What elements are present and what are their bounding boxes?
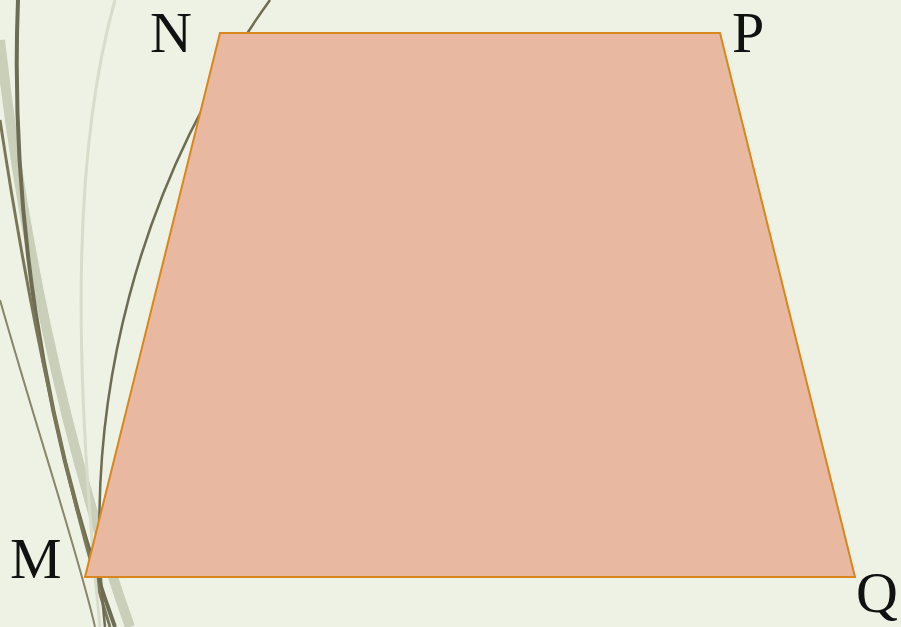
vertex-label: N [150, 4, 192, 62]
vertex-label: Q [856, 564, 898, 622]
vertex-label: P [732, 4, 764, 62]
vertex-label: M [10, 530, 62, 588]
background-curve [0, 300, 95, 627]
trapezoid-shape [85, 33, 855, 577]
